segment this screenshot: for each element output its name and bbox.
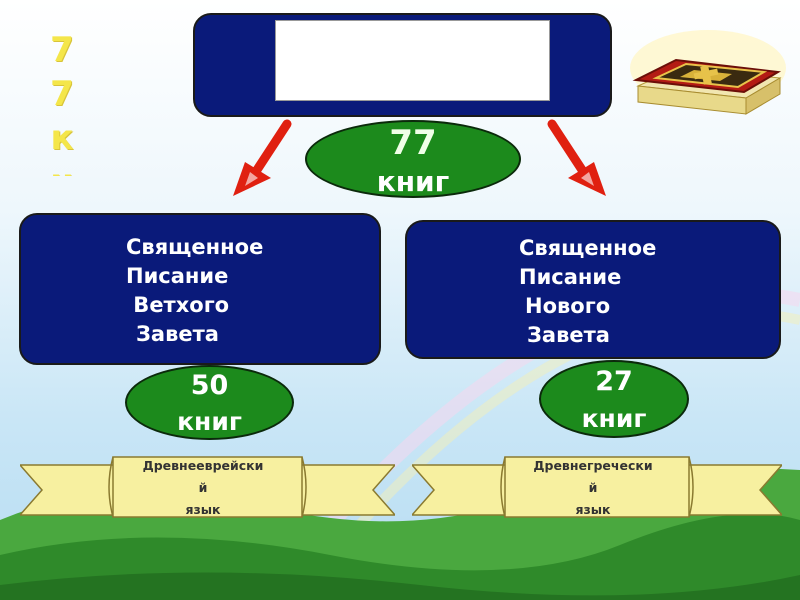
old-testament-count-number: 50	[190, 370, 229, 401]
title-blank-panel	[275, 20, 550, 101]
old-testament-count-ellipse: 50 книг	[125, 365, 294, 440]
language-line: язык	[575, 502, 611, 517]
left-language-banner	[20, 456, 395, 518]
side-letter: к	[50, 118, 74, 158]
right-language-banner	[412, 456, 782, 518]
new-testament-box: Священное Писание Нового Завета	[405, 220, 781, 359]
total-books-number: 77	[389, 123, 437, 163]
side-letter: 7	[50, 74, 74, 114]
language-line: Древнегречески	[533, 458, 653, 473]
total-books-ellipse: 77 книг	[305, 120, 521, 198]
bible-book-icon	[630, 30, 786, 115]
new-testament-line: Завета	[527, 323, 610, 347]
right-arrow-icon	[547, 119, 606, 196]
old-testament-line: Священное	[126, 235, 264, 259]
language-line: й	[588, 480, 598, 495]
new-testament-count-ellipse: 27 книг	[539, 360, 689, 438]
old-testament-language: Древнееврейски й язык	[113, 455, 293, 521]
old-testament-count-word: книг	[177, 407, 242, 436]
old-testament-line: Писание	[126, 264, 229, 288]
total-books-word: книг	[376, 165, 450, 198]
new-testament-line: Священное	[519, 236, 657, 260]
old-testament-line: Завета	[136, 322, 219, 346]
side-letter: н	[50, 160, 74, 176]
language-line: язык	[185, 502, 221, 517]
language-line: Древнееврейски	[142, 458, 264, 473]
new-testament-count-number: 27	[595, 366, 633, 397]
old-testament-line: Ветхого	[126, 293, 230, 317]
left-arrow-icon	[233, 119, 292, 196]
side-letters: 7 7 к н	[50, 28, 74, 176]
language-line: й	[198, 480, 208, 495]
new-testament-line: Нового	[525, 294, 611, 318]
old-testament-box: Священное Писание Ветхого Завета	[19, 213, 381, 365]
new-testament-line: Писание	[519, 265, 622, 289]
new-testament-count-word: книг	[581, 404, 647, 433]
side-letter: 7	[50, 30, 74, 70]
new-testament-language: Древнегречески й язык	[503, 455, 683, 521]
